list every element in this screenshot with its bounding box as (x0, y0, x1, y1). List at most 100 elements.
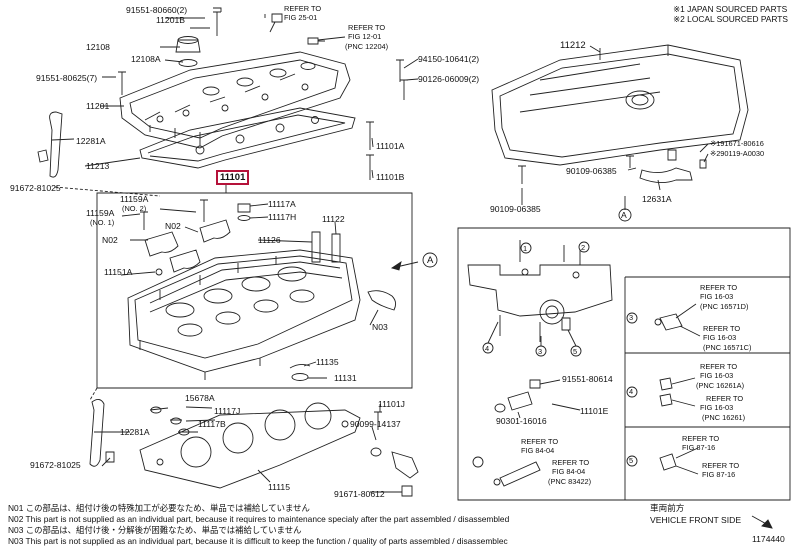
part-90301-16016[interactable]: 90301-16016 (496, 416, 547, 426)
callout-2: 2 (581, 243, 586, 252)
part-11131[interactable]: 11131 (334, 373, 357, 383)
part-11117h[interactable]: 11117H (268, 212, 297, 222)
vehicle-front-jp: 車両前方 (650, 503, 685, 513)
refer-84-04-a-line1[interactable]: REFER TO (521, 437, 559, 446)
refer-87-16-b-line2[interactable]: FIG 87-16 (702, 470, 736, 479)
footnote-n02-en: N02 This part is not supplied as an indi… (8, 514, 510, 524)
part-90109-06385-a[interactable]: 90109-06385 (566, 166, 617, 176)
refer-84-04-b-line2[interactable]: FIG 84-04 (552, 467, 586, 476)
refer-16-03-a-pnc[interactable]: (PNC 16571D) (700, 302, 749, 311)
refer-87-16-b-line1[interactable]: REFER TO (702, 461, 740, 470)
refer-16-03-d-line2[interactable]: FIG 16-03 (700, 403, 734, 412)
part-11101e[interactable]: 11101E (580, 406, 609, 416)
refer-16-03-a-line1[interactable]: REFER TO (700, 283, 738, 292)
refer-87-16-a-line2[interactable]: FIG 87-16 (682, 443, 716, 452)
view-a-label: A (621, 210, 627, 220)
part-11159a-no1[interactable]: 11159A (86, 208, 115, 218)
part-11117j[interactable]: 11117J (214, 406, 241, 416)
part-191671-80616[interactable]: ※191671-80616 (710, 139, 764, 148)
part-11151a[interactable]: 11151A (104, 267, 133, 277)
view-a-marker[interactable]: A (427, 255, 434, 266)
head-cover-gasket-illustration (139, 107, 356, 169)
part-11101b[interactable]: 11101B (376, 172, 405, 182)
refer-12-01-line2[interactable]: FIG 12-01 (348, 32, 382, 41)
part-91672-81025-bottom[interactable]: 91672-81025 (30, 460, 81, 470)
refer-12-01-line1[interactable]: REFER TO (348, 23, 386, 32)
part-11101-highlighted[interactable]: 11101 (216, 170, 250, 185)
part-90099-14137[interactable]: 90099-14137 (350, 419, 401, 429)
refer-16-03-d-line1[interactable]: REFER TO (706, 394, 744, 403)
part-11201[interactable]: 11201 (86, 101, 110, 111)
refer-25-01-line2[interactable]: FIG 25-01 (284, 13, 318, 22)
part-12108[interactable]: 12108 (86, 42, 110, 52)
callout-5: 5 (573, 347, 578, 356)
refer-84-04-b-pnc[interactable]: (PNC 83422) (548, 477, 592, 486)
refer-16-03-b-line2[interactable]: FIG 16-03 (703, 333, 737, 342)
figure-number: 1174440 (752, 534, 785, 544)
part-15678a[interactable]: 15678A (185, 393, 215, 403)
table-row-4: 4 (629, 387, 634, 396)
refer-84-04-b-line1[interactable]: REFER TO (552, 458, 590, 467)
part-11126[interactable]: 11126 (258, 235, 281, 245)
part-12281a-top[interactable]: 12281A (76, 136, 106, 146)
part-12281a-bottom[interactable]: 12281A (120, 427, 150, 437)
callout-1: 1 (523, 244, 528, 253)
part-12108a[interactable]: 12108A (131, 54, 161, 64)
part-11101j[interactable]: 11101J (378, 399, 405, 409)
refer-12-01-pnc[interactable]: (PNC 12204) (345, 42, 389, 51)
refer-16-03-a-line2[interactable]: FIG 16-03 (700, 292, 734, 301)
refer-16-03-b-line1[interactable]: REFER TO (703, 324, 741, 333)
note-n03: N03 (372, 322, 388, 332)
refer-16-03-b-pnc[interactable]: (PNC 16571C) (703, 343, 752, 352)
cylinder-head-cover-illustration (119, 51, 351, 149)
camshaft-bearing-caps-illustration (144, 219, 231, 276)
refer-16-03-c-line1[interactable]: REFER TO (700, 362, 738, 371)
callout-4: 4 (485, 344, 490, 353)
part-11159a-no2[interactable]: 11159A (120, 194, 149, 204)
footnote-n03-en: N03 This part is not supplied as an indi… (8, 536, 508, 546)
legend: ※1 JAPAN SOURCED PARTS ※2 LOCAL SOURCED … (673, 4, 788, 24)
footnote-n03-jp: N03 この部品は、組付け後・分解後が困難なため、単品では補給していません (8, 525, 302, 535)
part-11159a-no1-suffix: (NO. 1) (90, 218, 115, 227)
legend-japan: ※1 JAPAN SOURCED PARTS (673, 4, 788, 14)
part-11212[interactable]: 11212 (560, 40, 586, 51)
part-90126-06009[interactable]: 90126-06009(2) (418, 74, 480, 84)
head-gasket-illustration (139, 402, 361, 489)
refer-16-03-d-pnc[interactable]: (PNC 16261) (702, 413, 746, 422)
part-11135[interactable]: 11135 (316, 357, 339, 367)
sensor-block-illustration (467, 240, 613, 342)
part-11115[interactable]: 11115 (268, 482, 290, 492)
part-11117a[interactable]: 11117A (268, 199, 296, 209)
table-row-5: 5 (629, 456, 634, 465)
note-n02-a: N02 (165, 221, 181, 231)
part-90109-06385-b[interactable]: 90109-06385 (490, 204, 541, 214)
part-91672-81025-top[interactable]: 91672-81025 (10, 183, 61, 193)
cylinder-head-box (96, 192, 413, 389)
part-91551-80625[interactable]: 91551-80625(7) (36, 73, 98, 83)
table-row-3: 3 (629, 313, 634, 322)
refer-16-03-c-line2[interactable]: FIG 16-03 (700, 371, 734, 380)
refer-25-01-line1[interactable]: REFER TO (284, 4, 322, 13)
refer-16-03-c-pnc[interactable]: (PNC 16261A) (696, 381, 745, 390)
part-11117b[interactable]: 11117B (198, 419, 226, 429)
refer-84-04-a-line2[interactable]: FIG 84-04 (521, 446, 555, 455)
part-12631a[interactable]: 12631A (642, 194, 672, 204)
part-11213[interactable]: 11213 (86, 161, 110, 171)
part-11122[interactable]: 11122 (322, 214, 345, 224)
part-91551-80660[interactable]: 91551-80660(2) (126, 5, 188, 15)
oil-filler-cap-illustration (175, 36, 201, 67)
part-11159a-no2-suffix: (NO. 2) (122, 204, 147, 213)
part-11101a[interactable]: 11101A (376, 141, 405, 151)
refer-87-16-a-line1[interactable]: REFER TO (682, 434, 720, 443)
part-11201b[interactable]: 11201B (156, 15, 185, 25)
cylinder-head-illustration (127, 249, 361, 380)
part-290119-a0030[interactable]: ※290119-A0030 (710, 149, 765, 158)
part-91551-80614[interactable]: 91551-80614 (562, 374, 613, 384)
engine-cover-illustration (491, 44, 749, 166)
callout-3: 3 (538, 347, 543, 356)
note-n02-b: N02 (102, 235, 118, 245)
part-91671-80612[interactable]: 91671-80612 (334, 489, 385, 499)
footnote-n01-jp: N01 この部品は、組付け後の特殊加工が必要なため、単品では補給していません (8, 503, 310, 513)
part-94150-10641[interactable]: 94150-10641(2) (418, 54, 480, 64)
